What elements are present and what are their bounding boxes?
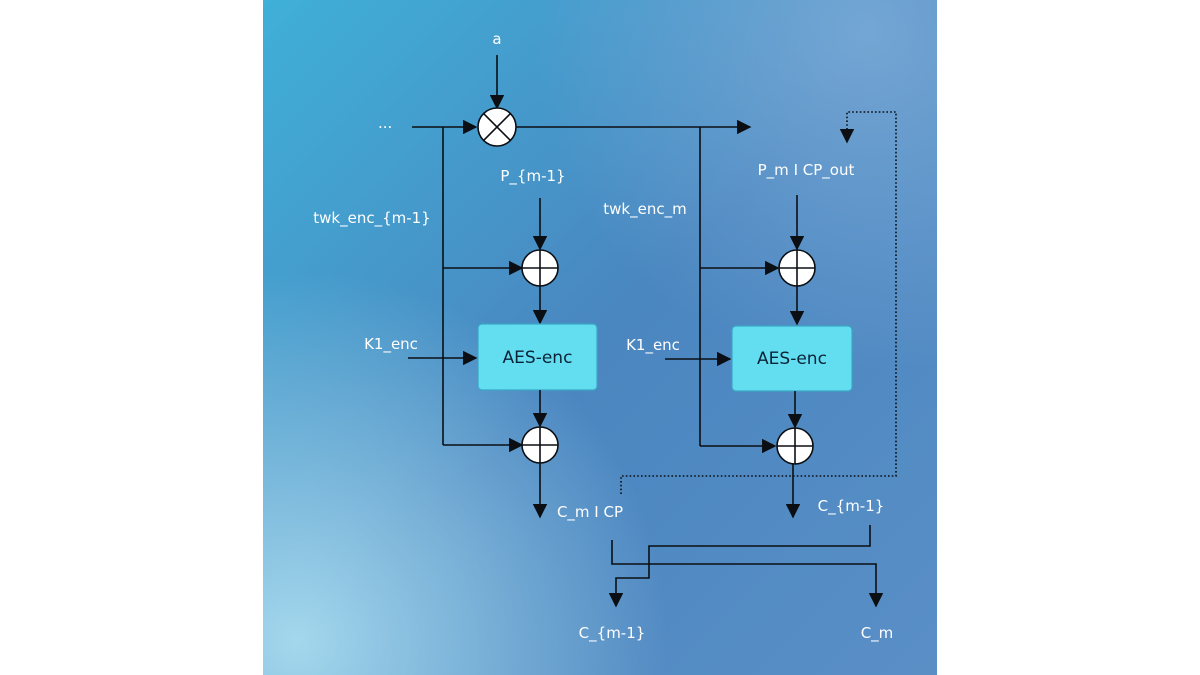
multiply-icon (477, 107, 517, 147)
xor-icon (776, 427, 814, 465)
label-prev: ... (378, 114, 392, 132)
label-key-left: K1_enc (364, 335, 418, 354)
label-key-right: K1_enc (626, 336, 680, 355)
xor-icon (778, 249, 816, 287)
aes-right-label: AES-enc (757, 349, 827, 369)
feedback-path (620, 111, 897, 494)
left-stage: AES-enc (408, 127, 598, 519)
aes-left-label: AES-enc (503, 348, 573, 368)
aes-right-box (731, 325, 853, 392)
right-stage: AES-enc (665, 127, 853, 519)
label-out-c-m-1: C_{m-1} (579, 624, 646, 643)
xor-icon (521, 426, 559, 464)
swap-to-c-m (611, 540, 884, 608)
label-out-c-m: C_m (861, 624, 894, 643)
labels: a ... P_{m-1} twk_enc_{m-1} twk_enc_m P_… (313, 30, 893, 643)
label-c-m-1-mid: C_{m-1} (818, 497, 885, 516)
xor-icon (521, 249, 559, 287)
aes-left-box (477, 323, 598, 391)
label-c-cp: C_m I CP (557, 503, 623, 522)
top-stage (412, 55, 752, 147)
label-p-m-1: P_{m-1} (500, 167, 565, 186)
label-tweak-right: twk_enc_m (603, 200, 686, 219)
label-p-cp-out: P_m I CP_out (758, 161, 855, 180)
output-swap (608, 525, 884, 608)
label-a: a (492, 30, 501, 48)
cp-feedback-dotted (620, 111, 897, 494)
swap-to-c-m-1 (608, 525, 871, 608)
label-tweak-left: twk_enc_{m-1} (313, 209, 430, 228)
